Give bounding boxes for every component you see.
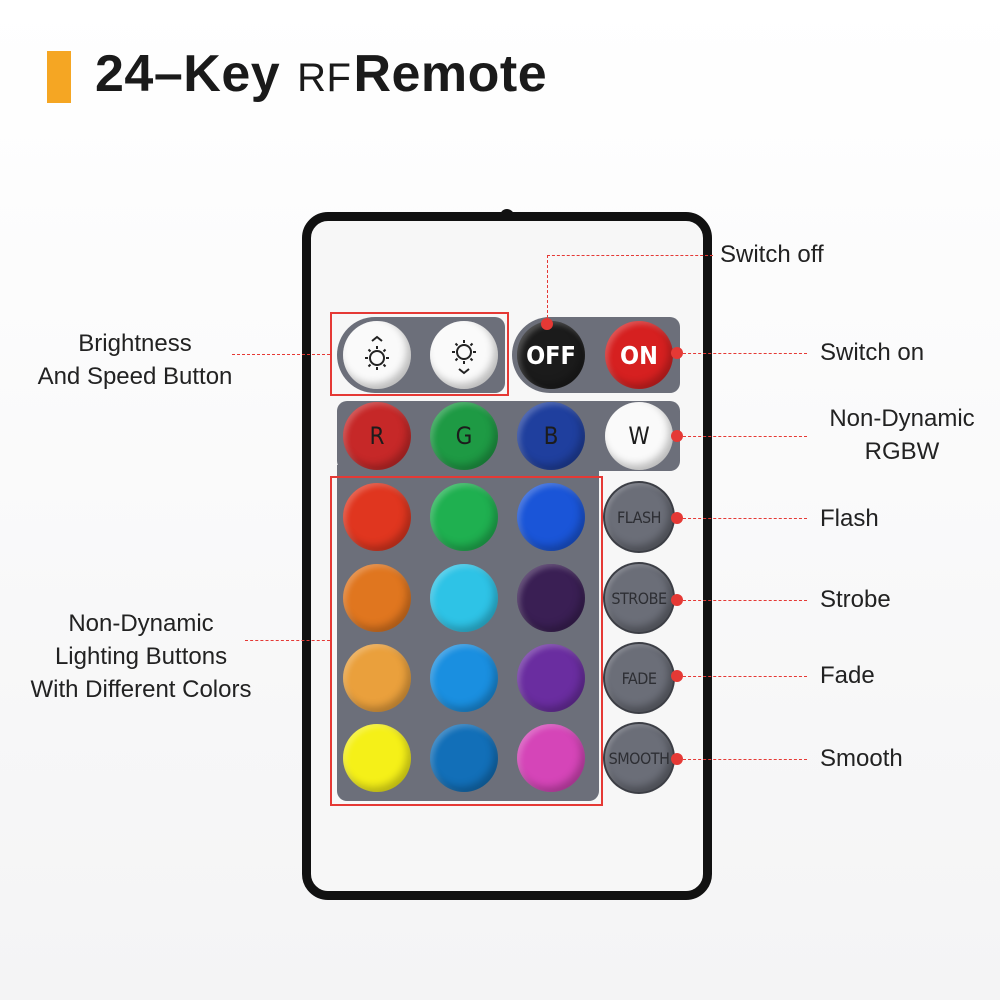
switch-off-leader-vertical (547, 255, 548, 323)
color-button-r1-c1[interactable] (343, 483, 411, 551)
fade-dot (671, 670, 683, 682)
fade-leader (683, 676, 807, 677)
page-title: 24–Key RFRemote (95, 44, 547, 104)
callout-switch-on: Switch on (820, 339, 925, 366)
color-button-r2-c2[interactable] (430, 564, 498, 632)
callout-lighting-line1: Non-Dynamic (68, 610, 214, 637)
brightness-highlight-box (330, 312, 509, 396)
callout-rgbw-line2: RGBW (864, 438, 940, 465)
sun-up-icon (365, 335, 389, 370)
white-button[interactable]: W (605, 402, 673, 470)
off-button-label: OFF (526, 340, 576, 370)
smooth-button-label: SMOOTH (608, 748, 670, 768)
callout-rgbw: Non-Dynamic RGBW (812, 402, 992, 468)
callout-rgbw-line1: Non-Dynamic (829, 405, 975, 432)
blue-button-label: B (543, 422, 559, 450)
strobe-leader (683, 600, 807, 601)
green-button-label: G (455, 422, 473, 450)
color-button-r3-c1[interactable] (343, 644, 411, 712)
on-button-label: ON (620, 340, 658, 370)
switch-on-dot (671, 347, 683, 359)
strobe-button[interactable]: STROBE (605, 564, 673, 632)
title-tail: Remote (353, 45, 548, 103)
switch-off-leader (547, 255, 713, 256)
on-button[interactable]: ON (605, 321, 673, 389)
callout-brightness-line2: And Speed Button (37, 363, 233, 390)
color-button-r4-c3[interactable] (517, 724, 585, 792)
switch-off-dot (541, 318, 553, 330)
smooth-button[interactable]: SMOOTH (605, 724, 673, 792)
color-button-r1-c3[interactable] (517, 483, 585, 551)
brightness-leader (232, 354, 330, 355)
rgbw-leader (683, 436, 807, 437)
callout-fade: Fade (820, 662, 875, 689)
smooth-leader (683, 759, 807, 760)
lighting-highlight-box (330, 476, 603, 806)
flash-button[interactable]: FLASH (605, 483, 673, 551)
color-button-r4-c1[interactable] (343, 724, 411, 792)
callout-brightness: Brightness And Speed Button (20, 327, 250, 393)
color-button-r2-c1[interactable] (343, 564, 411, 632)
callout-smooth: Smooth (820, 745, 903, 772)
color-button-r3-c3[interactable] (517, 644, 585, 712)
white-button-label: W (628, 422, 650, 450)
brightness-down-button[interactable] (430, 321, 498, 389)
flash-leader (683, 518, 807, 519)
color-button-r2-c3[interactable] (517, 564, 585, 632)
green-button[interactable]: G (430, 402, 498, 470)
callout-flash: Flash (820, 505, 879, 532)
callout-lighting-line3: With Different Colors (30, 676, 252, 703)
callout-lighting: Non-Dynamic Lighting Buttons With Differ… (10, 607, 272, 706)
flash-dot (671, 512, 683, 524)
callout-strobe: Strobe (820, 586, 891, 613)
smooth-dot (671, 753, 683, 765)
color-button-r4-c2[interactable] (430, 724, 498, 792)
off-button[interactable]: OFF (517, 321, 585, 389)
strobe-dot (671, 594, 683, 606)
title-accent-bar (47, 51, 71, 103)
sun-down-icon (452, 340, 476, 375)
rgbw-dot (671, 430, 683, 442)
switch-on-leader (683, 353, 807, 354)
red-button[interactable]: R (343, 402, 411, 470)
title-rf: RF (297, 56, 352, 100)
color-button-r1-c2[interactable] (430, 483, 498, 551)
lighting-leader (245, 640, 330, 641)
fade-button-label: FADE (621, 668, 657, 688)
callout-lighting-line2: Lighting Buttons (54, 643, 228, 670)
brightness-up-button[interactable] (343, 321, 411, 389)
color-button-r3-c2[interactable] (430, 644, 498, 712)
strobe-button-label: STROBE (611, 588, 667, 608)
red-button-label: R (369, 422, 385, 450)
flash-button-label: FLASH (617, 507, 661, 527)
callout-brightness-line1: Brightness (78, 330, 192, 357)
title-main: 24–Key (95, 45, 281, 103)
fade-button[interactable]: FADE (605, 644, 673, 712)
blue-button[interactable]: B (517, 402, 585, 470)
callout-switch-off: Switch off (720, 241, 824, 268)
